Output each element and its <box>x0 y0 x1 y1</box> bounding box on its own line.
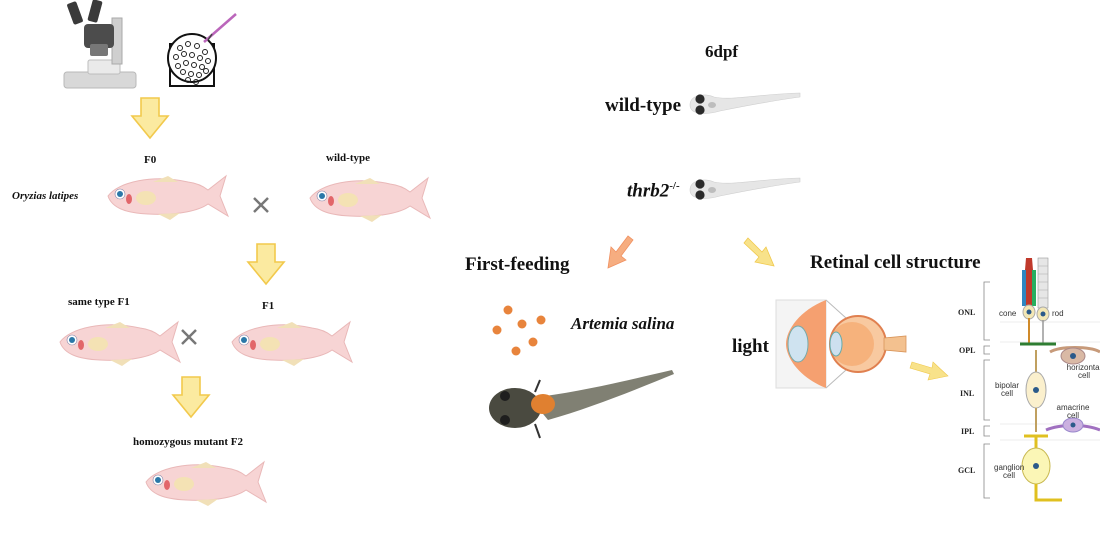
arrow-to-f1 <box>247 243 285 285</box>
fish-same-type-f1 <box>59 321 181 367</box>
fish-f1 <box>231 321 353 367</box>
label-same-type-f1: same type F1 <box>68 296 130 308</box>
cell-horizontal: horizontal cell <box>1066 363 1100 380</box>
larva-wild-type <box>689 92 801 116</box>
fish-wild-type <box>309 177 431 223</box>
fish-f2 <box>145 461 267 507</box>
label-f0: F0 <box>144 154 157 166</box>
label-homozygous-f2: homozygous mutant F2 <box>133 436 244 448</box>
eye-cross-section <box>775 299 907 389</box>
label-6dpf: 6dpf <box>705 42 739 61</box>
layer-inl: INL <box>960 389 975 398</box>
label-light: light <box>732 336 769 357</box>
cross-icon <box>253 197 269 213</box>
arrow-to-f0 <box>131 97 169 139</box>
fish-f0 <box>107 175 229 221</box>
arrow-eye-to-retina <box>909 361 949 381</box>
arrow-to-first-feeding <box>607 235 634 269</box>
larva-thrb2 <box>689 177 801 201</box>
label-wild-type-top: wild-type <box>326 152 370 164</box>
layer-opl: OPL <box>959 346 976 355</box>
layer-onl: ONL <box>958 308 976 317</box>
retina-diagram <box>983 257 1100 502</box>
cell-rod: rod <box>1052 309 1064 318</box>
layer-ipl: IPL <box>961 427 975 436</box>
label-oryzias-latipes: Oryzias latipes <box>12 190 79 202</box>
cell-cone: cone <box>999 309 1017 318</box>
injection-dish-icon <box>167 13 237 87</box>
cell-amacrine: amacrine cell <box>1056 403 1090 420</box>
arrow-to-retinal <box>743 237 775 267</box>
layer-gcl: GCL <box>958 466 976 475</box>
label-wild-type-larva: wild-type <box>605 95 681 116</box>
cell-bipolar: bipolar cell <box>994 381 1019 398</box>
label-retinal-structure: Retinal cell structure <box>810 252 981 273</box>
cross-icon <box>181 329 197 345</box>
label-thrb2: thrb2-/- <box>627 180 680 202</box>
feeding-larva <box>489 370 674 439</box>
label-artemia-salina: Artemia salina <box>571 314 675 333</box>
label-first-feeding: First-feeding <box>465 254 570 275</box>
cell-ganglion: ganglion cell <box>994 463 1025 480</box>
thrb2-text: thrb2 <box>627 180 670 202</box>
arrow-to-f2 <box>172 376 210 418</box>
label-f1: F1 <box>262 300 275 312</box>
artemia-dots <box>492 305 546 356</box>
microscope-icon <box>63 0 137 89</box>
thrb2-superscript: -/- <box>669 180 680 192</box>
